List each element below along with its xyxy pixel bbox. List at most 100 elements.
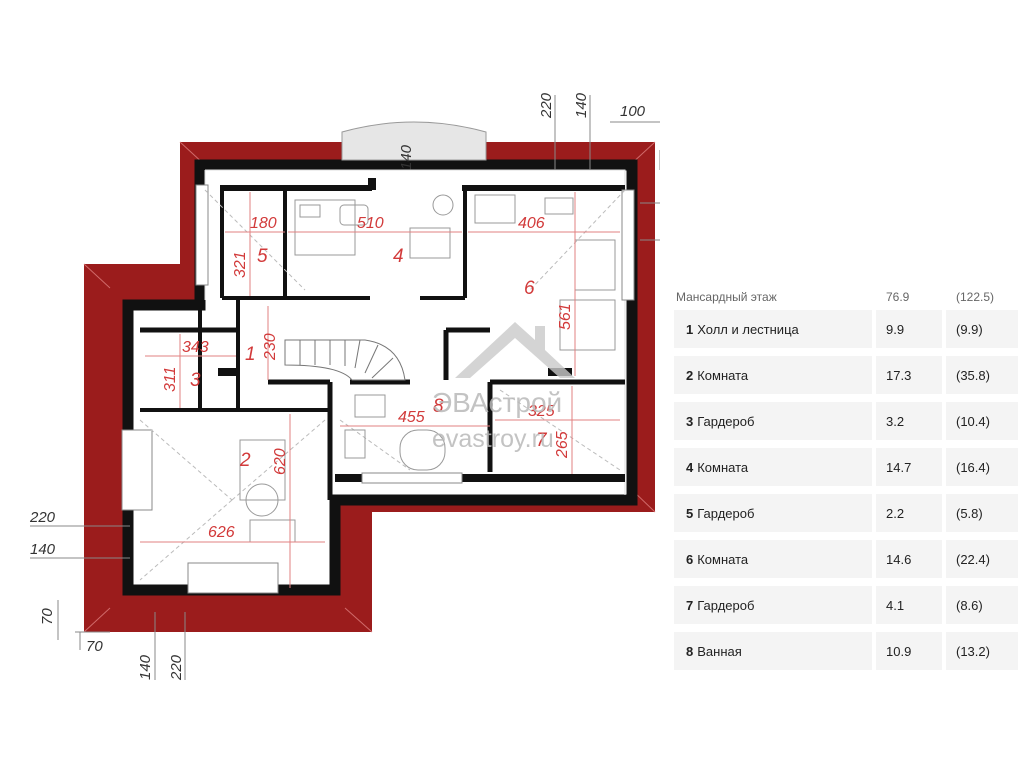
legend-room-gross: (9.9) <box>946 310 1018 348</box>
dim-top-220: 220 <box>538 92 555 119</box>
house-icon <box>455 322 575 378</box>
legend-room-net: 14.6 <box>876 540 942 578</box>
legend-room-net: 17.3 <box>876 356 942 394</box>
legend-room-number: 6 <box>686 551 694 567</box>
legend-title: Мансардный этаж <box>676 290 777 304</box>
floor-plan: 220 140 100 100 140 220 220 140 70 70 14… <box>29 92 660 681</box>
dim-room-620: 620 <box>272 448 289 475</box>
legend-room-label: Комната <box>697 367 749 383</box>
roof-lines <box>139 189 626 581</box>
dim-room-561: 561 <box>557 303 574 330</box>
legend-total-gross: (122.5) <box>956 290 995 304</box>
legend-header: Мансардный этаж 76.9 (122.5) <box>674 284 1020 310</box>
room-number-7: 7 <box>536 430 548 451</box>
legend-total-net: 76.9 <box>886 290 910 304</box>
legend-room-label: Гардероб <box>697 597 755 613</box>
legend-room-label: Гардероб <box>697 413 755 429</box>
dim-top-100: 100 <box>620 103 646 120</box>
watermark-brand: ЭВАстрой <box>432 387 562 418</box>
room-number-5: 5 <box>257 246 268 267</box>
dim-top-140: 140 <box>573 92 590 118</box>
legend-room-number: 1 <box>686 321 694 337</box>
room-number-3: 3 <box>190 370 201 391</box>
dim-bottom-70: 70 <box>86 638 103 655</box>
left-dimensions <box>30 525 130 650</box>
dim-bottom-220: 220 <box>168 654 185 681</box>
room-number-4: 4 <box>393 246 404 267</box>
legend-room-label: Гардероб <box>697 505 755 521</box>
dim-room-455: 455 <box>398 409 425 426</box>
dim-left-70: 70 <box>39 608 56 625</box>
legend-room-gross: (22.4) <box>946 540 1018 578</box>
dim-balcony-140: 140 <box>398 144 415 170</box>
room-number-2: 2 <box>239 450 251 471</box>
dim-room-265: 265 <box>554 431 571 459</box>
windows <box>121 184 635 594</box>
legend-room-label: Холл и лестница <box>697 321 799 337</box>
bottom-dimensions <box>75 612 186 680</box>
legend-room-label: Комната <box>697 459 749 475</box>
dim-room-510: 510 <box>357 215 384 232</box>
legend-room-gross: (35.8) <box>946 356 1018 394</box>
legend-room-number: 5 <box>686 505 694 521</box>
room-number-8: 8 <box>433 396 444 417</box>
legend-room-net: 9.9 <box>876 310 942 348</box>
dim-room-180: 180 <box>250 215 277 232</box>
legend-room-gross: (10.4) <box>946 402 1018 440</box>
legend-room-number: 2 <box>686 367 694 383</box>
dim-room-626: 626 <box>208 524 235 541</box>
room-number-1: 1 <box>245 344 256 365</box>
top-dimensions <box>554 95 660 170</box>
legend-room-label: Комната <box>697 551 749 567</box>
right-dimensions <box>640 202 660 241</box>
room-number-6: 6 <box>524 278 535 299</box>
dim-room-406: 406 <box>518 215 545 232</box>
legend-room-number: 4 <box>686 459 694 475</box>
legend-room-net: 3.2 <box>876 402 942 440</box>
dim-left-140: 140 <box>30 541 56 558</box>
watermark: ЭВАстрой evastroy.ru <box>432 322 575 453</box>
room-dimension-lines <box>140 192 620 588</box>
legend-room-net: 4.1 <box>876 586 942 624</box>
staircase <box>284 339 406 381</box>
legend-room-label: Ванная <box>697 643 742 659</box>
watermark-site: evastroy.ru <box>432 425 554 453</box>
dim-room-311: 311 <box>162 366 179 392</box>
dim-left-220: 220 <box>29 509 56 526</box>
legend-room-net: 14.7 <box>876 448 942 486</box>
furniture <box>239 194 616 543</box>
legend-room-number: 3 <box>686 413 694 429</box>
legend-room-net: 10.9 <box>876 632 942 670</box>
legend-room-gross: (16.4) <box>946 448 1018 486</box>
balcony <box>341 121 487 161</box>
legend-room-gross: (13.2) <box>946 632 1018 670</box>
dim-bottom-140: 140 <box>137 654 154 680</box>
legend-room-gross: (8.6) <box>946 586 1018 624</box>
dim-room-325: 325 <box>528 403 555 420</box>
legend-room-number: 8 <box>686 643 694 659</box>
dim-room-230: 230 <box>262 333 279 361</box>
legend-room-net: 2.2 <box>876 494 942 532</box>
legend-room-gross: (5.8) <box>946 494 1018 532</box>
dim-room-343: 343 <box>182 339 209 356</box>
legend-room-number: 7 <box>686 597 694 613</box>
dim-room-321: 321 <box>232 251 249 278</box>
